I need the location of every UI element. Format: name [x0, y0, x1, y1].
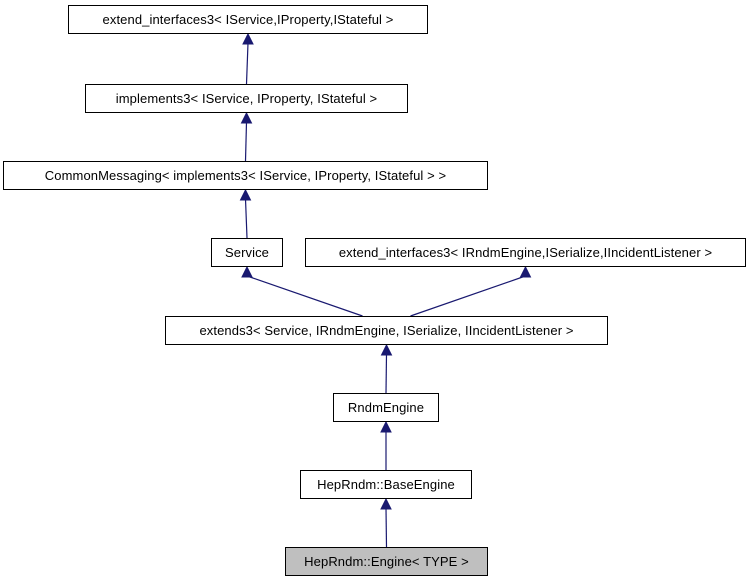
inheritance-arrowhead: [239, 188, 252, 201]
inheritance-arrowhead: [380, 343, 393, 356]
class-node-label: Service: [224, 245, 270, 260]
class-node-label: HepRndm::Engine< TYPE >: [304, 554, 469, 569]
inheritance-edge: [385, 507, 388, 548]
class-node-engine-type[interactable]: HepRndm::Engine< TYPE >: [285, 547, 488, 576]
inheritance-arrowhead: [240, 111, 253, 124]
inheritance-arrowhead: [242, 32, 254, 45]
inheritance-edge: [246, 275, 363, 317]
class-node-label: HepRndm::BaseEngine: [317, 477, 455, 492]
class-node-label: implements3< IService, IProperty, IState…: [115, 91, 378, 106]
class-node-label: extend_interfaces3< IService,IProperty,I…: [102, 12, 394, 27]
class-node-base-engine[interactable]: HepRndm::BaseEngine: [300, 470, 472, 499]
class-node-label: CommonMessaging< implements3< IService, …: [44, 168, 447, 183]
inheritance-edge: [244, 198, 248, 239]
class-node-label: extend_interfaces3< IRndmEngine,ISeriali…: [338, 245, 713, 260]
class-node-label: RndmEngine: [347, 400, 425, 415]
inheritance-arrowhead: [380, 497, 392, 510]
class-node-extend-interfaces3-service[interactable]: extend_interfaces3< IService,IProperty,I…: [68, 5, 428, 34]
inheritance-edge: [410, 275, 526, 317]
inheritance-edge: [385, 353, 388, 394]
inheritance-arrowhead: [380, 420, 392, 433]
class-node-service[interactable]: Service: [211, 238, 283, 267]
class-node-label: extends3< Service, IRndmEngine, ISeriali…: [199, 323, 574, 338]
inheritance-arrowhead: [519, 265, 532, 278]
class-node-extends3[interactable]: extends3< Service, IRndmEngine, ISeriali…: [165, 316, 608, 345]
class-node-common-messaging[interactable]: CommonMessaging< implements3< IService, …: [3, 161, 488, 190]
class-node-rndm-engine[interactable]: RndmEngine: [333, 393, 439, 422]
inheritance-edge: [244, 121, 248, 162]
class-node-implements3-service[interactable]: implements3< IService, IProperty, IState…: [85, 84, 408, 113]
inheritance-arrowhead: [241, 265, 253, 278]
class-node-extend-interfaces3-rndm[interactable]: extend_interfaces3< IRndmEngine,ISeriali…: [305, 238, 746, 267]
inheritance-edge: [245, 42, 249, 85]
